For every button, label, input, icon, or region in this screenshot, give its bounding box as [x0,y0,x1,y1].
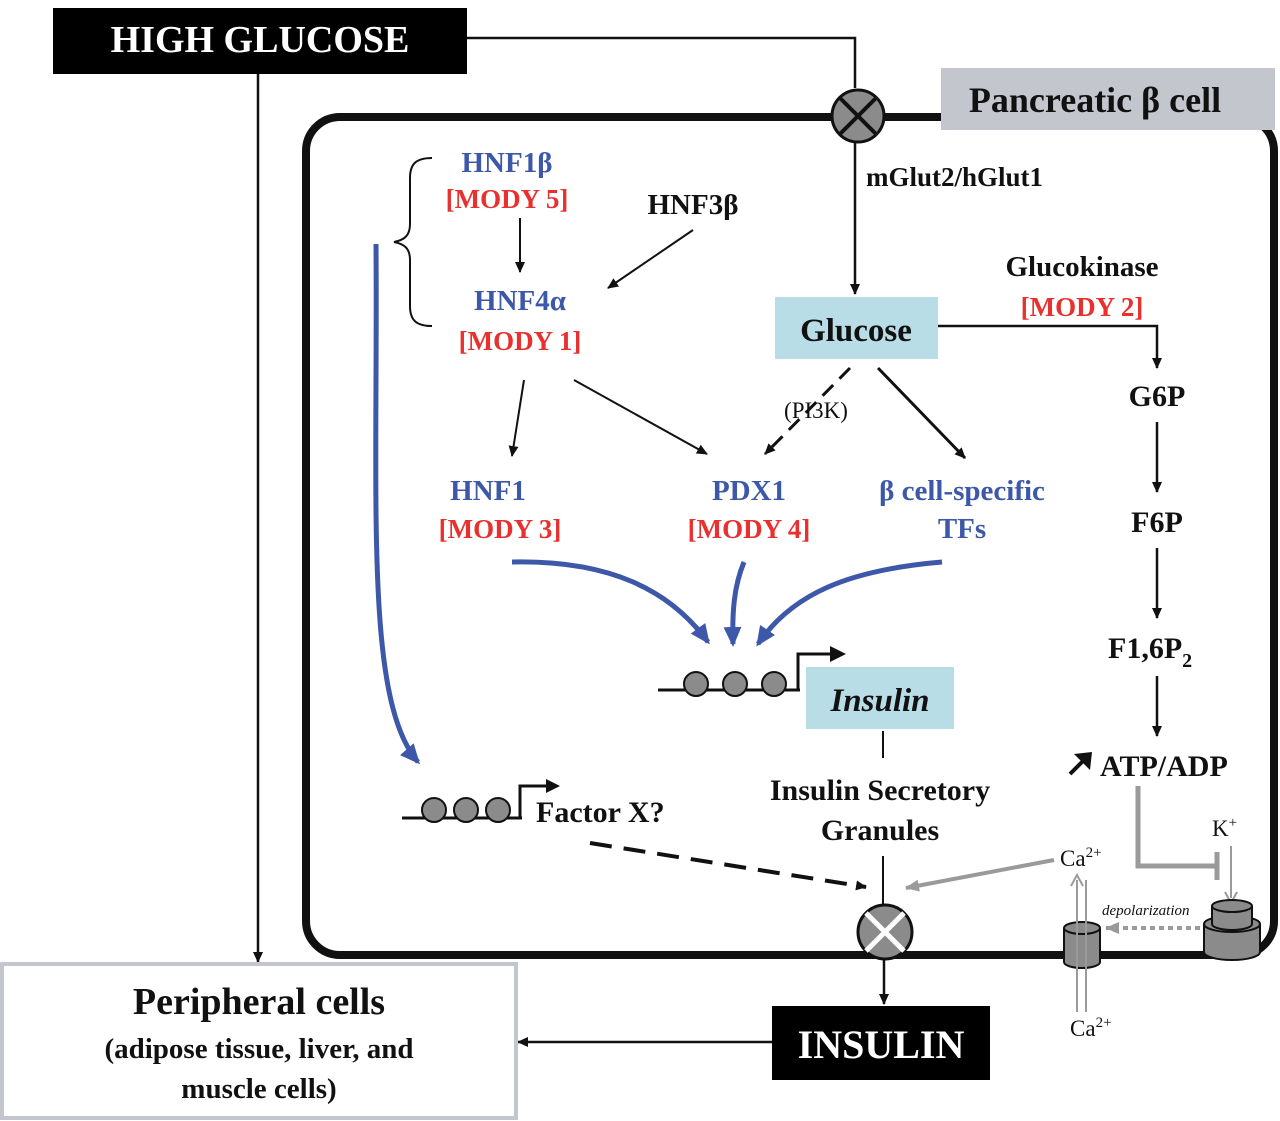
transporter-symbol [830,88,886,144]
hnf3b-to-hnf4a-arrow [607,229,694,289]
hnf1-to-insulin-blue-arrow [511,559,711,645]
mody1-label: [MODY 1] [459,326,582,356]
k-plus-superscript: + [1229,815,1237,831]
glucose-to-pdx1-dashed-arrow [763,366,852,456]
hnf1b-to-factor-x-blue-arrow [373,243,420,765]
hnf1b-label: HNF1β [462,147,553,179]
insulin-output-label: INSULIN [798,1022,965,1067]
ca-top-main: Ca [1060,846,1086,871]
insulin-gene-box: Insulin [806,667,954,729]
depolarization-label: depolarization [1102,903,1190,919]
peripheral-cells-box: Peripheral cells (adipose tissue, liver,… [0,962,518,1120]
hnf4a-to-hnf1-arrow [508,379,525,457]
pancreatic-cell-label: Pancreatic β cell [969,80,1221,120]
cell-membrane [302,113,1278,959]
pdx1-label: PDX1 [712,475,786,507]
transporter-label: mGlut2/hGlut1 [866,162,1043,192]
f16p2-label: F1,6P2 [1108,632,1192,672]
pdx1-to-insulin-blue-arrow [723,561,747,647]
ca-top-label: Ca2+ [1060,845,1102,871]
bcell-tfs-line2: TFs [938,513,986,545]
increase-arrow-icon [1068,752,1092,776]
ca-top-superscript: 2+ [1086,845,1102,861]
ca-to-exocytosis-arrow [905,858,1055,892]
hnf4a-to-pdx1-arrow [573,379,708,455]
f6p-label: F6P [1131,506,1183,539]
mody2-label: [MODY 2] [1021,292,1144,322]
pi3k-label: (PI3K) [784,398,848,423]
glucokinase-label: Glucokinase [1005,251,1158,283]
factor-x-to-exocytosis-dashed-arrow [589,841,867,891]
insulin-gene-label: Insulin [829,683,929,719]
k-plus-label: K+ [1212,815,1237,841]
glucose-box: Glucose [775,297,938,359]
hnf1-label: HNF1 [450,475,526,507]
glucose-to-transporter-line [467,36,857,88]
insulin-output-box: INSULIN [772,1006,990,1080]
brace [393,157,433,327]
bcell-tfs-line1: β cell-specific [879,475,1045,507]
ca-channel-icon [1063,921,1101,969]
f16p2-subscript: 2 [1182,650,1192,672]
factor-x-label: Factor X? [536,796,665,829]
exocytosis-symbol [856,903,914,961]
factor-x-gene-icon [402,779,560,823]
mody5-label: [MODY 5] [446,184,569,214]
k-plus-main: K [1212,816,1229,841]
ca-bottom-main: Ca [1070,1016,1096,1041]
granules-line2: Granules [821,814,939,847]
hnf4a-label: HNF4α [474,285,566,317]
glucose-label: Glucose [800,313,912,349]
g6p-label: G6P [1129,380,1186,413]
mody4-label: [MODY 4] [688,514,811,544]
peripheral-line2: (adipose tissue, liver, and [104,1033,413,1065]
high-glucose-label: HIGH GLUCOSE [111,19,410,61]
atp-adp-label: ATP/ADP [1100,750,1228,783]
peripheral-line3: muscle cells) [181,1073,336,1105]
hnf3b-label: HNF3β [648,189,739,221]
peripheral-title: Peripheral cells [133,981,385,1023]
pancreatic-cell-label-box: Pancreatic β cell [941,68,1275,130]
granules-line1: Insulin Secretory [770,774,990,807]
glucose-to-tfs-arrow [876,366,967,460]
glucose-to-g6p-arrow [938,324,1162,369]
insulin-gene-icon [658,646,846,697]
high-glucose-box: HIGH GLUCOSE [53,8,467,74]
atp-inhibits-k-channel-line [1135,786,1216,869]
k-channel-icon [1203,899,1261,961]
ca-bottom-superscript: 2+ [1096,1015,1112,1031]
mody3-label: [MODY 3] [439,514,562,544]
tfs-to-insulin-blue-arrow [755,559,943,647]
f16p2-main: F1,6P [1108,632,1182,665]
ca-bottom-label: Ca2+ [1070,1015,1112,1041]
